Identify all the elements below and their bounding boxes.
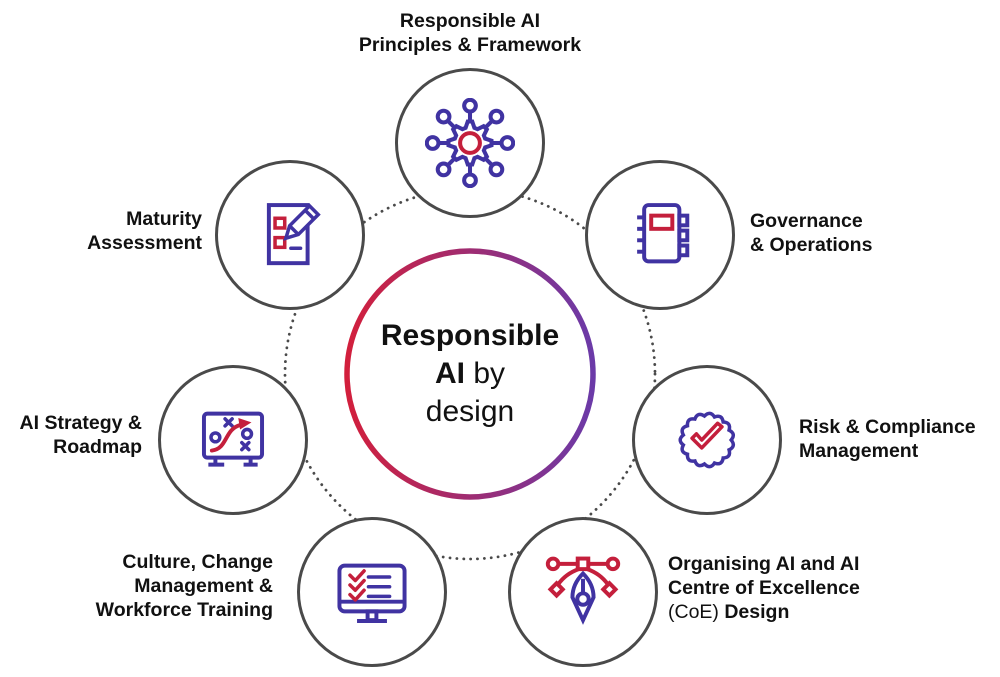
label-coe: Organising AI and AI Centre of Excellenc… — [668, 553, 860, 624]
node-governance-circle — [585, 160, 735, 310]
center-title-line1: Responsible — [380, 318, 560, 352]
notebook-icon — [637, 203, 690, 264]
label-coe-line1: Organising AI and AI — [668, 553, 860, 575]
center-title-line2-rest: by — [464, 356, 506, 390]
center-title: Responsible AI by design — [381, 317, 559, 431]
badge-check-icon — [678, 411, 736, 469]
label-coe-line2: Centre of Excellence — [668, 576, 860, 599]
node-maturity-circle — [215, 160, 365, 310]
node-coe-circle — [508, 517, 658, 667]
center-title-line3: design — [425, 395, 515, 429]
strategy-board-icon — [201, 411, 265, 467]
label-risk: Risk & Compliance Management — [799, 416, 976, 462]
node-principles-circle — [395, 68, 545, 218]
label-coe-line3-regular: (CoE) — [668, 600, 725, 623]
monitor-checklist-icon — [337, 563, 407, 624]
label-maturity: Maturity Assessment — [87, 208, 202, 254]
clipboard-pencil-icon — [266, 203, 321, 266]
node-risk-circle — [632, 365, 782, 515]
label-governance: Governance & Operations — [750, 210, 873, 256]
node-culture-circle — [297, 517, 447, 667]
label-culture: Culture, Change Management & Workforce T… — [95, 551, 273, 621]
network-gear-icon — [425, 98, 515, 188]
label-principles: Responsible AI Principles & Framework — [358, 10, 582, 56]
pen-tool-icon — [545, 556, 621, 625]
node-strategy-circle — [158, 365, 308, 515]
center-title-line2-bold: AI — [434, 356, 465, 390]
label-coe-line3-bold: Design — [724, 600, 790, 623]
center-circle — [344, 248, 596, 500]
label-strategy: AI Strategy & Roadmap — [19, 412, 142, 458]
